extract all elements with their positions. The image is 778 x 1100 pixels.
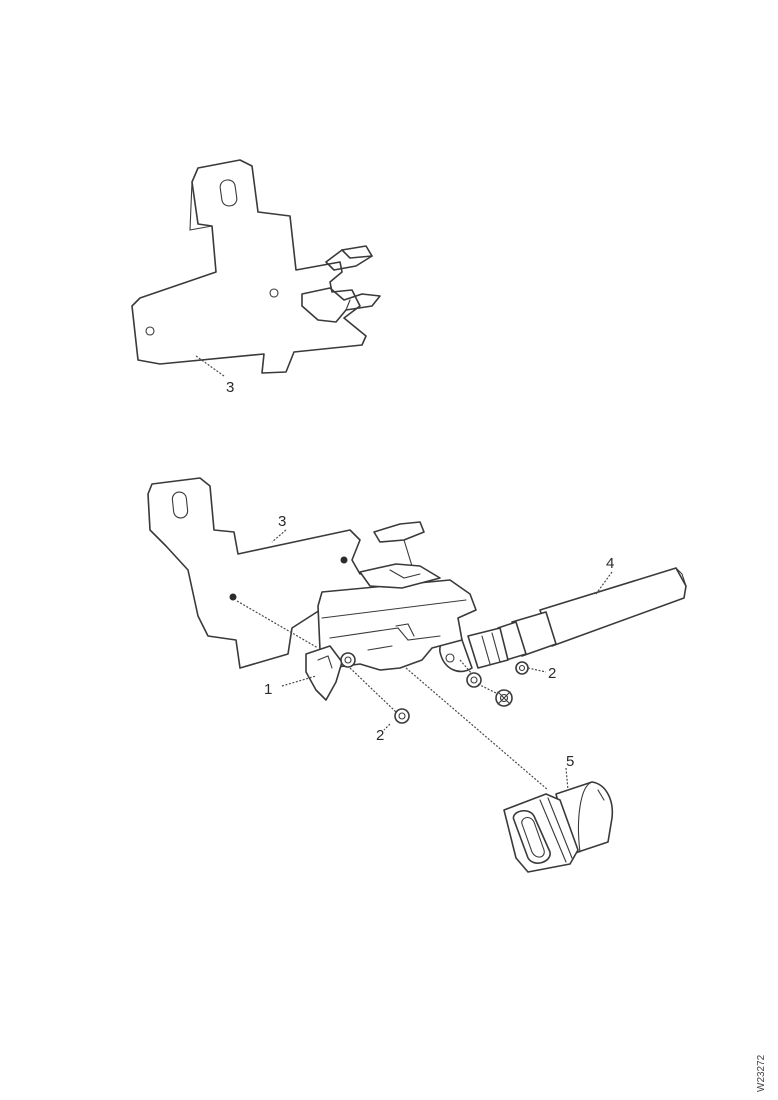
- callout-item-1: 1: [264, 681, 272, 698]
- sensor-plug: [503, 781, 614, 873]
- callout-sensor: 5: [566, 753, 574, 770]
- reference-code: W23272: [756, 1054, 767, 1092]
- callout-top-bracket: 3: [226, 379, 234, 396]
- upper-bracket: [131, 159, 381, 374]
- connector-housing: [305, 563, 477, 701]
- cable: [439, 567, 687, 673]
- callout-nut-lower: 2: [376, 727, 384, 744]
- nuts: [394, 661, 529, 724]
- callout-nut-right: 2: [548, 665, 556, 682]
- callout-bracket: 3: [278, 513, 286, 530]
- callout-cable: 4: [606, 555, 614, 572]
